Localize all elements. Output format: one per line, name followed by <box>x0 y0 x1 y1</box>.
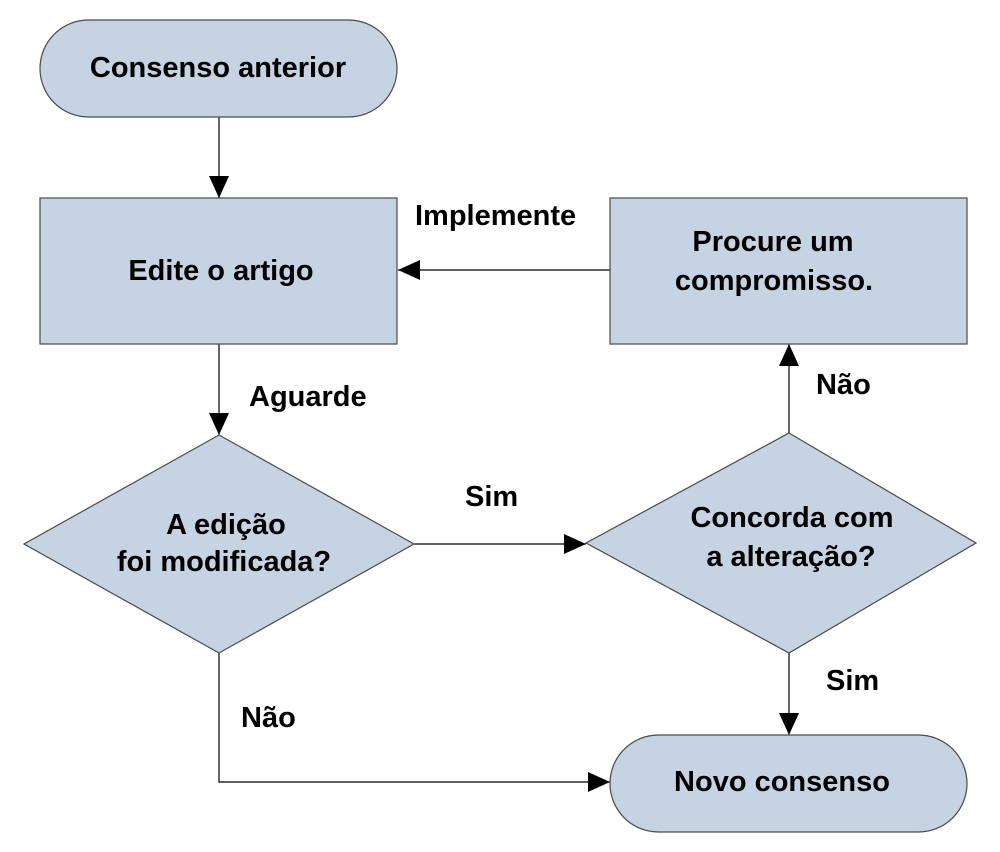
process-shape <box>609 197 968 345</box>
node-edit: Edite o artigo <box>39 197 398 345</box>
process-shape <box>39 197 398 345</box>
node-modified-label-line1: A edição <box>166 509 286 541</box>
label-sim-agree: Sim <box>826 665 879 697</box>
terminal-shape <box>39 19 398 118</box>
decision-shape <box>22 434 416 654</box>
node-end: Novo consenso <box>609 734 968 833</box>
node-agree: Concorda com a alteração? <box>584 432 978 654</box>
label-aguarde: Aguarde <box>249 381 367 413</box>
label-sim-modified: Sim <box>465 481 518 513</box>
node-compromise-label-line1: Procure um <box>692 226 853 258</box>
node-agree-label-line2: a alteração? <box>706 541 875 573</box>
node-modified: A edição foi modificada? <box>22 434 416 654</box>
node-start-label: Consenso anterior <box>90 52 346 84</box>
label-nao-agree: Não <box>816 369 871 401</box>
decision-shape <box>584 432 978 654</box>
label-implemente: Implemente <box>415 200 576 232</box>
label-nao-modified: Não <box>241 702 296 734</box>
edge-labels: Aguarde Sim Não Não Sim Implemente <box>241 200 879 734</box>
terminal-shape <box>609 734 968 833</box>
node-end-label: Novo consenso <box>674 766 890 798</box>
edges <box>209 117 799 792</box>
edge-modified-to-end <box>218 653 610 792</box>
node-edit-label: Edite o artigo <box>128 255 313 287</box>
node-agree-label-line1: Concorda com <box>690 502 893 534</box>
node-compromise: Procure um compromisso. <box>609 197 968 345</box>
node-compromise-label-line2: compromisso. <box>675 265 873 297</box>
node-start: Consenso anterior <box>39 19 398 118</box>
node-modified-label-line2: foi modificada? <box>117 546 331 578</box>
